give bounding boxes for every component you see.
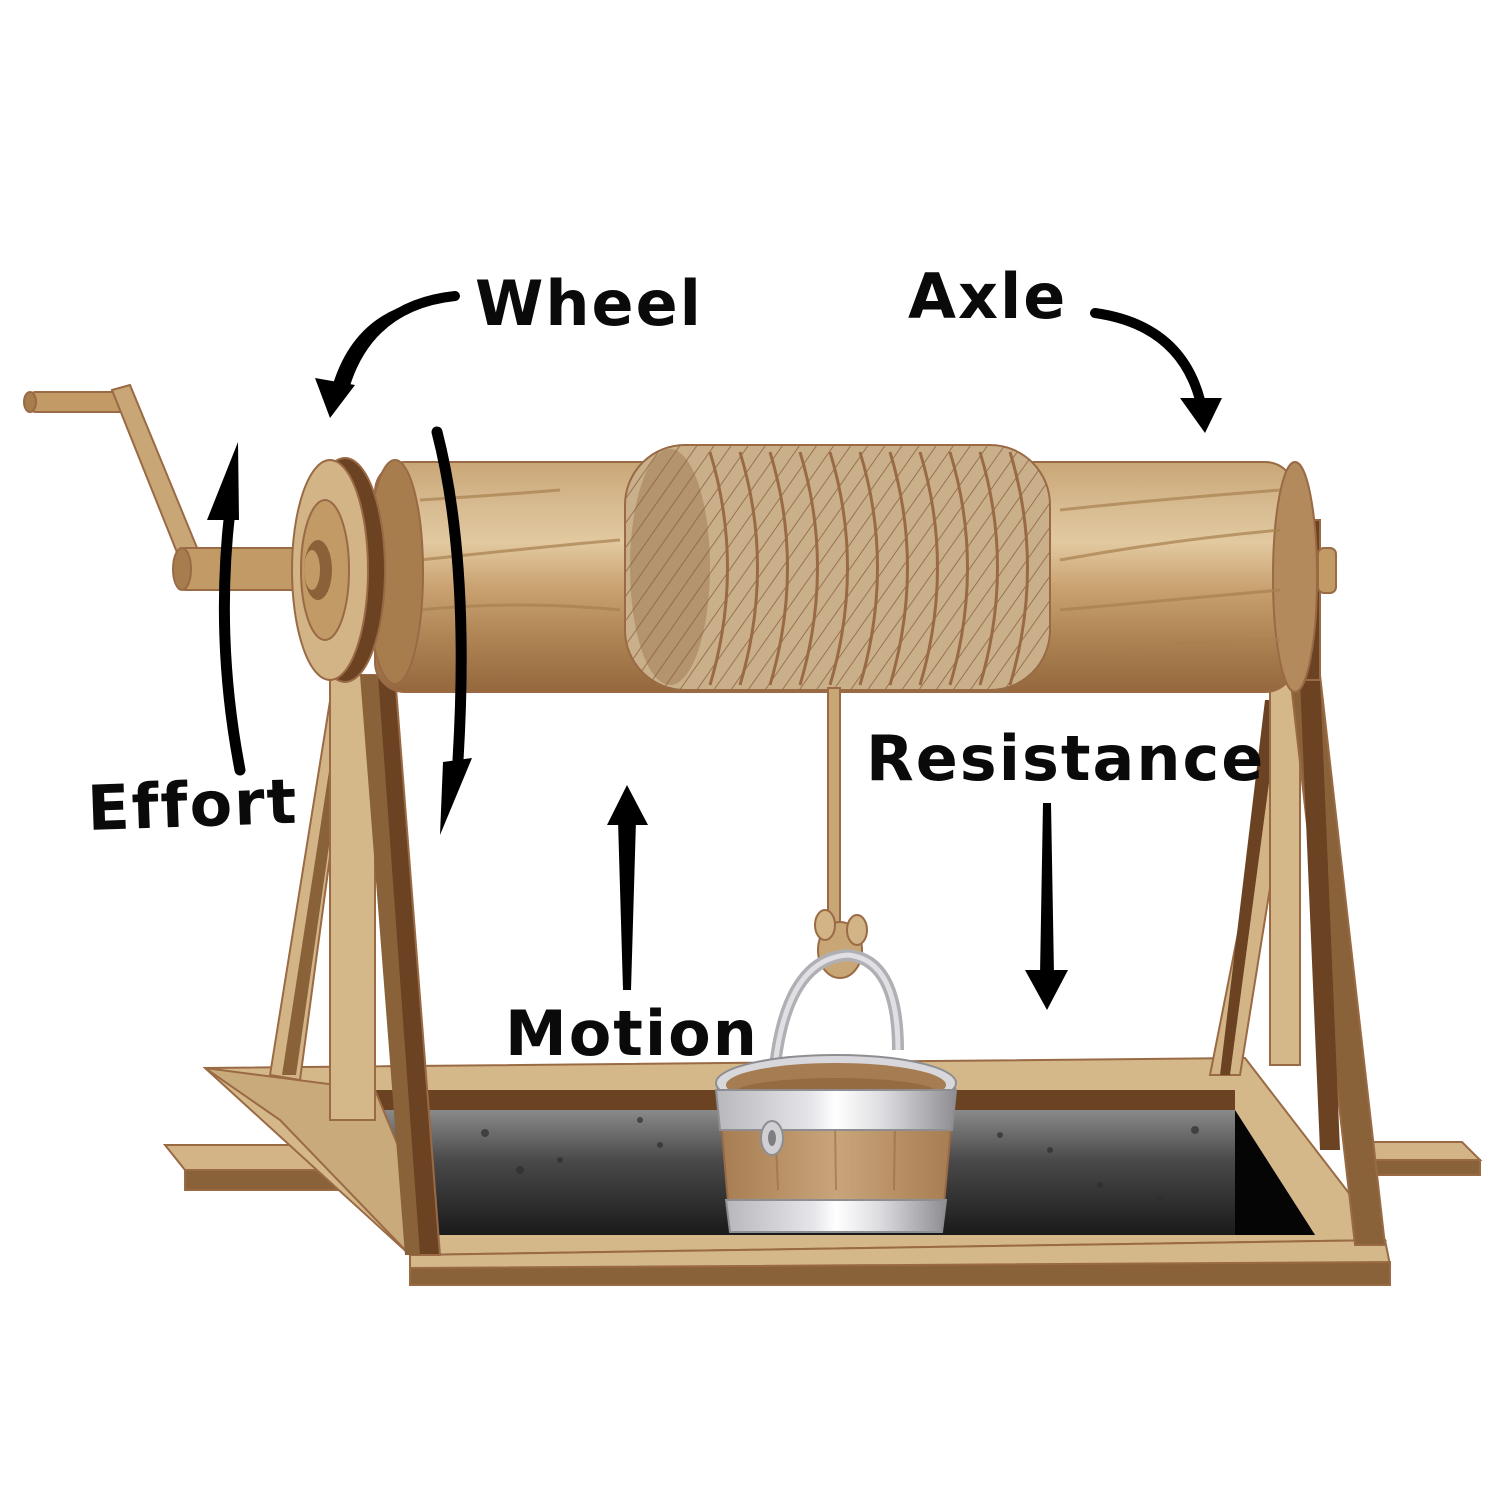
rope-coil xyxy=(624,444,1051,691)
motion-label: Motion xyxy=(505,997,759,1070)
bucket xyxy=(714,948,958,1233)
left-support xyxy=(268,669,442,1256)
wheel-pointer-arrow xyxy=(315,291,460,418)
arrows xyxy=(207,291,1222,1010)
front-base-beam xyxy=(409,1260,1391,1286)
crank-handle xyxy=(23,383,314,591)
motion-arrow xyxy=(607,785,648,990)
effort-label: Effort xyxy=(86,765,300,845)
axle-pointer-arrow xyxy=(1090,308,1222,433)
resistance-label: Resistance xyxy=(866,722,1265,795)
hanging-rope xyxy=(814,687,868,979)
resistance-arrow xyxy=(1025,803,1068,1010)
effort-arrow xyxy=(207,442,246,776)
right-support xyxy=(1208,519,1387,1246)
axle-label: Axle xyxy=(908,260,1067,333)
wheel-label: Wheel xyxy=(475,267,703,340)
wheel-rotation-arrow xyxy=(431,426,472,835)
wheel xyxy=(291,457,424,685)
